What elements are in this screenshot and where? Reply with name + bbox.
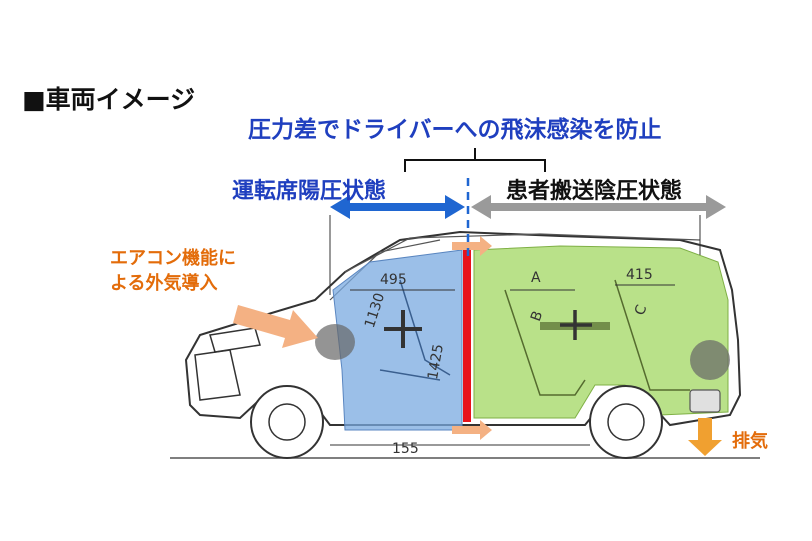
- headline: 圧力差でドライバーへの飛沫感染を防止: [248, 117, 662, 143]
- exhaust-unit: [689, 389, 721, 413]
- driver-seat-sketch: [379, 279, 451, 381]
- exhaust-label: 排気: [732, 431, 768, 452]
- dimension-155: 155: [392, 441, 419, 457]
- front-wheel-hub: [268, 403, 306, 441]
- aircon-annotation-line2: よる外気導入: [110, 273, 218, 294]
- patient-zone-arrow: [471, 195, 726, 219]
- bottom-airflow-arrow: [452, 420, 492, 440]
- rear-wheel-hub: [607, 403, 645, 441]
- patient-cross-marker: [560, 310, 592, 340]
- patient-zone: [473, 245, 729, 419]
- aircon-annotation: エアコン機能に よる外気導入: [110, 246, 236, 296]
- aircon-annotation-line1: エアコン機能に: [110, 248, 236, 269]
- partition-wall: [463, 250, 471, 422]
- seat-c-sketch: [614, 279, 690, 391]
- driver-cross-marker: [384, 310, 422, 348]
- dimension-415: 415: [626, 267, 653, 283]
- seat-a-label: A: [531, 270, 541, 286]
- rear-vent: [690, 340, 730, 380]
- exhaust-arrow: [688, 418, 722, 456]
- top-airflow-arrow: [452, 236, 492, 256]
- headlight: [209, 327, 261, 353]
- seat-a-sketch: [504, 289, 586, 396]
- rear-wheel: [589, 385, 663, 459]
- dimension-495: 495: [380, 272, 407, 288]
- driver-zone-arrow: [330, 195, 465, 219]
- front-wheel: [250, 385, 324, 459]
- intake-arrow: [233, 305, 318, 348]
- driver-zone-label: 運転席陽圧状態: [232, 179, 387, 204]
- patient-zone-label: 患者搬送陰圧状態: [506, 179, 683, 204]
- headline-bracket: [404, 148, 546, 172]
- page-title: ■車両イメージ: [22, 85, 196, 114]
- front-vent: [315, 324, 355, 360]
